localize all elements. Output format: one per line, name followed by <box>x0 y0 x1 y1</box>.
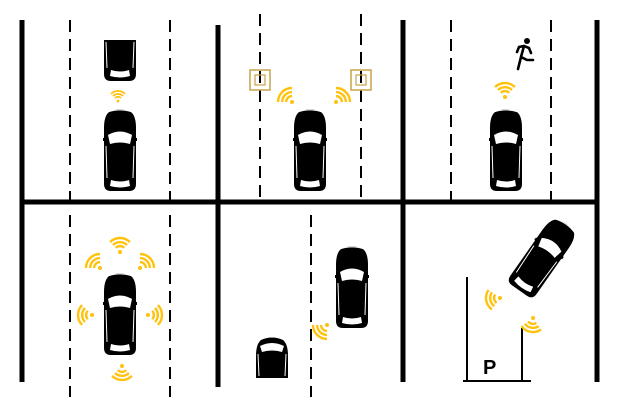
roadside-unit-icon <box>249 69 271 91</box>
parking-sign: P <box>483 357 496 379</box>
scenario-car-following <box>103 40 137 192</box>
road-lines <box>19 14 600 397</box>
wifi-signal-icon <box>493 81 517 101</box>
car-icon <box>103 273 137 356</box>
pedestrian-icon <box>515 38 535 71</box>
car-icon <box>489 109 523 192</box>
scenario-roadside-units <box>249 69 372 192</box>
wifi-signal-icon <box>108 236 132 256</box>
wifi-signal-icon <box>519 313 545 335</box>
scenario-parking: P <box>463 212 582 382</box>
car-icon <box>255 337 289 378</box>
car-icon <box>103 109 137 192</box>
wifi-signal-icon <box>110 90 126 104</box>
wifi-signal-icon <box>326 83 355 112</box>
scenario-surround-sensing <box>76 236 164 382</box>
roadside-unit-icon <box>350 69 372 91</box>
scenario-blind-spot <box>255 246 369 378</box>
wifi-signal-icon <box>130 249 159 278</box>
wifi-signal-icon <box>483 286 505 312</box>
wifi-signal-icon <box>110 362 134 382</box>
car-icon <box>504 212 582 302</box>
wifi-signal-icon <box>308 315 337 344</box>
scenario-pedestrian <box>489 38 535 192</box>
wifi-signal-icon <box>273 83 302 112</box>
wifi-signal-icon <box>81 249 110 278</box>
car-icon <box>293 109 327 192</box>
wifi-signal-icon <box>144 303 164 327</box>
car-icon <box>335 246 369 329</box>
car-icon <box>103 40 137 82</box>
wifi-signal-icon <box>76 303 96 327</box>
